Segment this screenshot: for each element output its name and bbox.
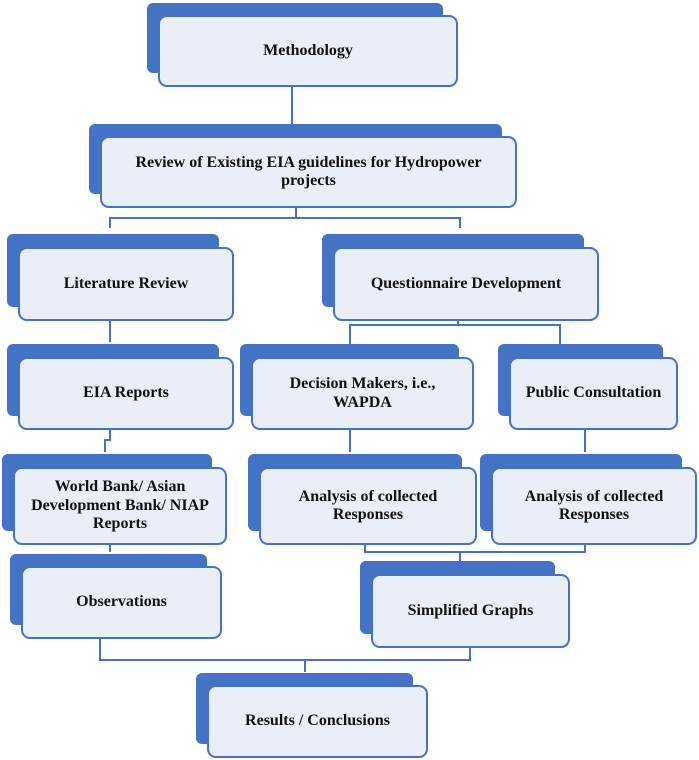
node-observations: Observations	[10, 554, 222, 639]
node-simplified-graphs: Simplified Graphs	[360, 561, 570, 648]
connector-review-split	[109, 208, 461, 228]
node-review-label: Review of Existing EIA guidelines for Hy…	[100, 136, 517, 208]
node-review: Review of Existing EIA guidelines for Hy…	[89, 124, 517, 208]
node-results-label: Results / Conclusions	[207, 685, 428, 758]
node-literature-review-label: Literature Review	[18, 247, 234, 321]
node-analysis-public-label: Analysis of collected Responses	[491, 467, 697, 545]
node-observations-label: Observations	[21, 566, 222, 639]
node-public-consultation: Public Consultation	[498, 344, 678, 430]
node-literature-review: Literature Review	[7, 234, 234, 321]
node-questionnaire-label: Questionnaire Development	[333, 247, 599, 321]
node-results: Results / Conclusions	[196, 673, 428, 758]
node-simplified-graphs-label: Simplified Graphs	[371, 574, 570, 648]
node-public-consultation-label: Public Consultation	[509, 357, 678, 430]
node-world-bank: World Bank/ Asian Development Bank/ NIAP…	[2, 454, 227, 545]
node-world-bank-label: World Bank/ Asian Development Bank/ NIAP…	[13, 467, 227, 545]
node-eia-reports-label: EIA Reports	[18, 357, 234, 430]
node-analysis-decision: Analysis of collected Responses	[248, 454, 477, 545]
node-eia-reports: EIA Reports	[7, 344, 234, 430]
node-decision-makers-label: Decision Makers, i.e., WAPDA	[251, 357, 474, 430]
node-methodology-label: Methodology	[158, 15, 458, 87]
node-questionnaire: Questionnaire Development	[322, 234, 599, 321]
connector-to-results	[99, 638, 471, 672]
node-decision-makers: Decision Makers, i.e., WAPDA	[240, 344, 474, 430]
node-analysis-decision-label: Analysis of collected Responses	[259, 467, 477, 545]
node-methodology: Methodology	[147, 3, 458, 87]
node-analysis-public: Analysis of collected Responses	[480, 454, 697, 545]
connector-eia-worldbank	[104, 428, 111, 452]
